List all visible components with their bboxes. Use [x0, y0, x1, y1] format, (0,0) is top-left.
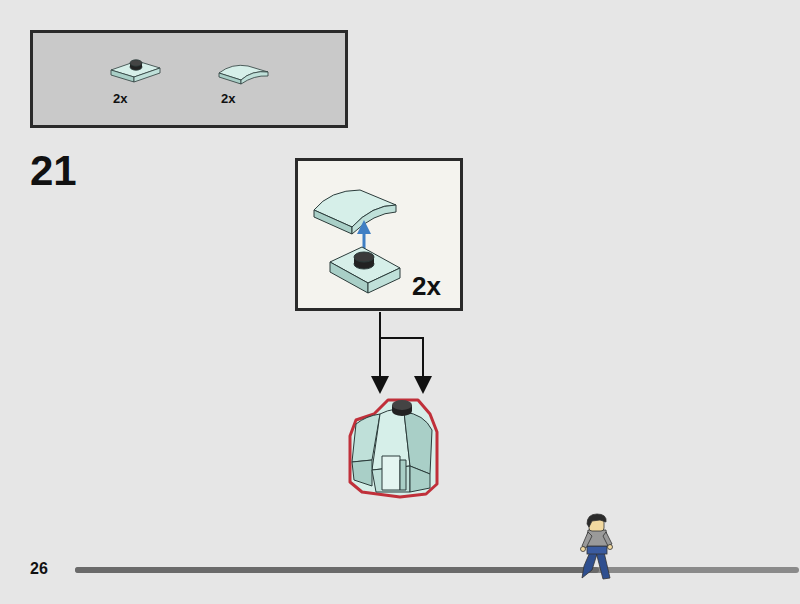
curved-slope-part [314, 190, 396, 234]
arrowhead [414, 376, 432, 394]
callout-box-fill [296, 159, 462, 310]
arrowhead [371, 376, 389, 394]
jumper-plate-part [330, 247, 400, 293]
step-number: 21 [30, 150, 77, 192]
sub-assembly-callout: 2x [295, 158, 463, 311]
part-quantity: 2x [221, 92, 235, 105]
parts-list-box: 2x 2x [30, 30, 348, 128]
minifigure [581, 514, 613, 579]
curved-slope-part [219, 65, 268, 84]
page-number: 26 [30, 561, 48, 577]
progress-bar [78, 567, 796, 573]
placement-arrows [380, 312, 423, 378]
parts-box-fill [31, 31, 347, 127]
progress-fill [78, 567, 596, 573]
part-quantity: 2x [113, 92, 127, 105]
part-quantity: 2x [412, 273, 441, 299]
model-assembly [350, 400, 437, 497]
jumper-plate-part [111, 60, 160, 82]
